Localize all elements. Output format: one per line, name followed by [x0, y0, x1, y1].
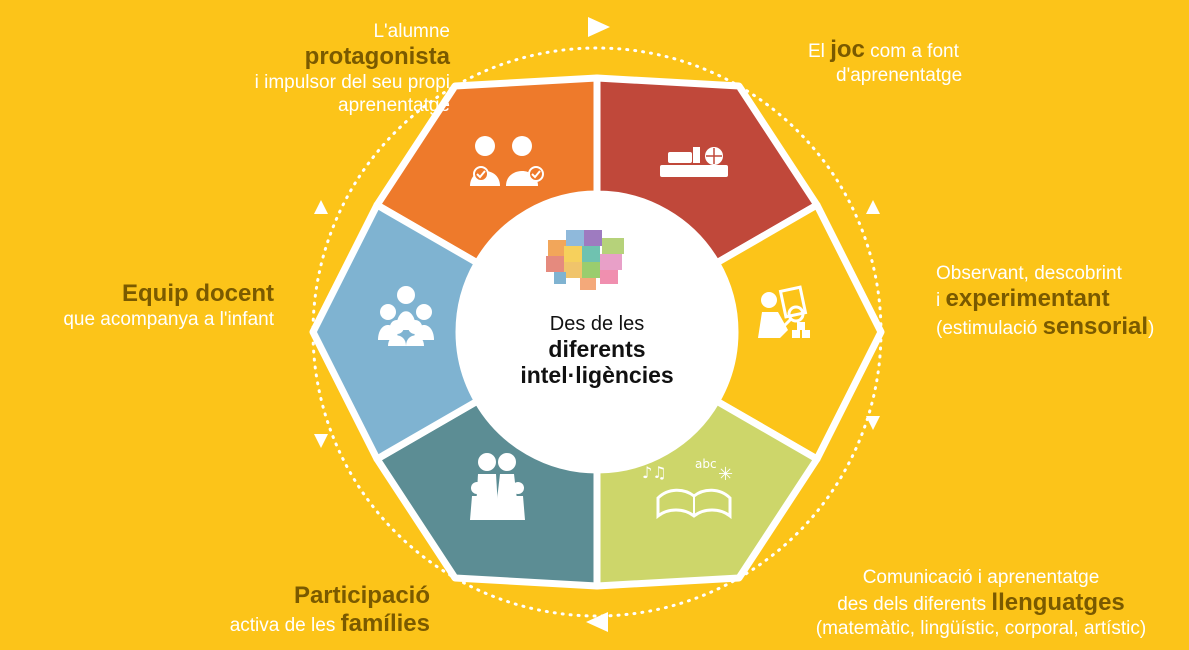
label-llenguatges: Comunicació i aprenentatge des dels dife… [778, 566, 1184, 640]
joc-post: d'aprenentatge [836, 65, 963, 86]
label-protagonista: L'alumne protagonista i impulsor del seu… [250, 20, 450, 117]
joc-bold: joc [830, 36, 865, 63]
llenguatges-pre2: des dels diferents [837, 594, 987, 615]
arrow-right-lower [866, 416, 880, 430]
svg-text:♪♫: ♪♫ [642, 463, 667, 482]
families-bold1: Participació [293, 582, 430, 609]
label-docent: Equip docent que acompanya a l'infant [4, 280, 274, 331]
experimentant-pre3: (estimulació [936, 318, 1038, 339]
cycle-arrows [314, 17, 880, 632]
open-book-music-icon: ♪♫ abc ✳ [642, 457, 733, 520]
arrow-top [588, 17, 610, 37]
center-line1: Des de les [549, 313, 645, 335]
students-check-icon [470, 136, 544, 186]
center-line3: intel·ligències [520, 362, 674, 388]
llenguatges-bold2: llenguatges [991, 589, 1125, 616]
puzzle-brain-icon [542, 221, 633, 297]
experimentant-post3: ) [1148, 318, 1155, 339]
protagonista-post2: aprenentatge [338, 95, 450, 116]
arrow-bottom [586, 612, 608, 632]
toy-box-icon [660, 147, 728, 177]
families-pre2: activa de les [229, 615, 336, 636]
experimentant-pre2: i [936, 290, 941, 311]
arrow-right-upper [866, 200, 880, 214]
child-magnifier-icon [758, 285, 810, 338]
docent-line2: que acompanya a l'infant [63, 309, 274, 330]
docent-bold1: Equip docent [122, 280, 274, 307]
llenguatges-line1: Comunicació i aprenentatge [862, 567, 1100, 588]
families-bold2: famílies [340, 610, 430, 637]
experimentant-bold2: experimentant [945, 285, 1110, 312]
protagonista-bold: protagonista [304, 43, 450, 70]
protagonista-post1: i impulsor del seu propi [254, 72, 450, 93]
family-icon [470, 453, 525, 520]
joc-pre: El [808, 41, 825, 62]
arrow-left-upper [314, 200, 328, 214]
label-families: Participació activa de les famílies [160, 582, 430, 638]
label-experimentant: Observant, descobrint i experimentant (e… [936, 262, 1154, 341]
label-joc: El joc com a font d'aprenentatge [808, 36, 962, 87]
experimentant-bold3: sensorial [1042, 313, 1149, 340]
llenguatges-line3: (matemàtic, lingüístic, corporal, artíst… [815, 618, 1147, 639]
svg-text:abc: abc [695, 457, 717, 471]
experimentant-line1: Observant, descobrint [936, 263, 1122, 284]
joc-mid: com a font [870, 41, 959, 62]
arrow-left-lower [314, 434, 328, 448]
protagonista-pre: L'alumne [373, 21, 450, 42]
center-circle [457, 192, 737, 472]
center-label: Des de les diferents intel·ligències [497, 312, 697, 388]
svg-text:✳: ✳ [718, 464, 733, 485]
center-line2: diferents [548, 336, 646, 362]
teacher-group-icon [378, 286, 434, 346]
